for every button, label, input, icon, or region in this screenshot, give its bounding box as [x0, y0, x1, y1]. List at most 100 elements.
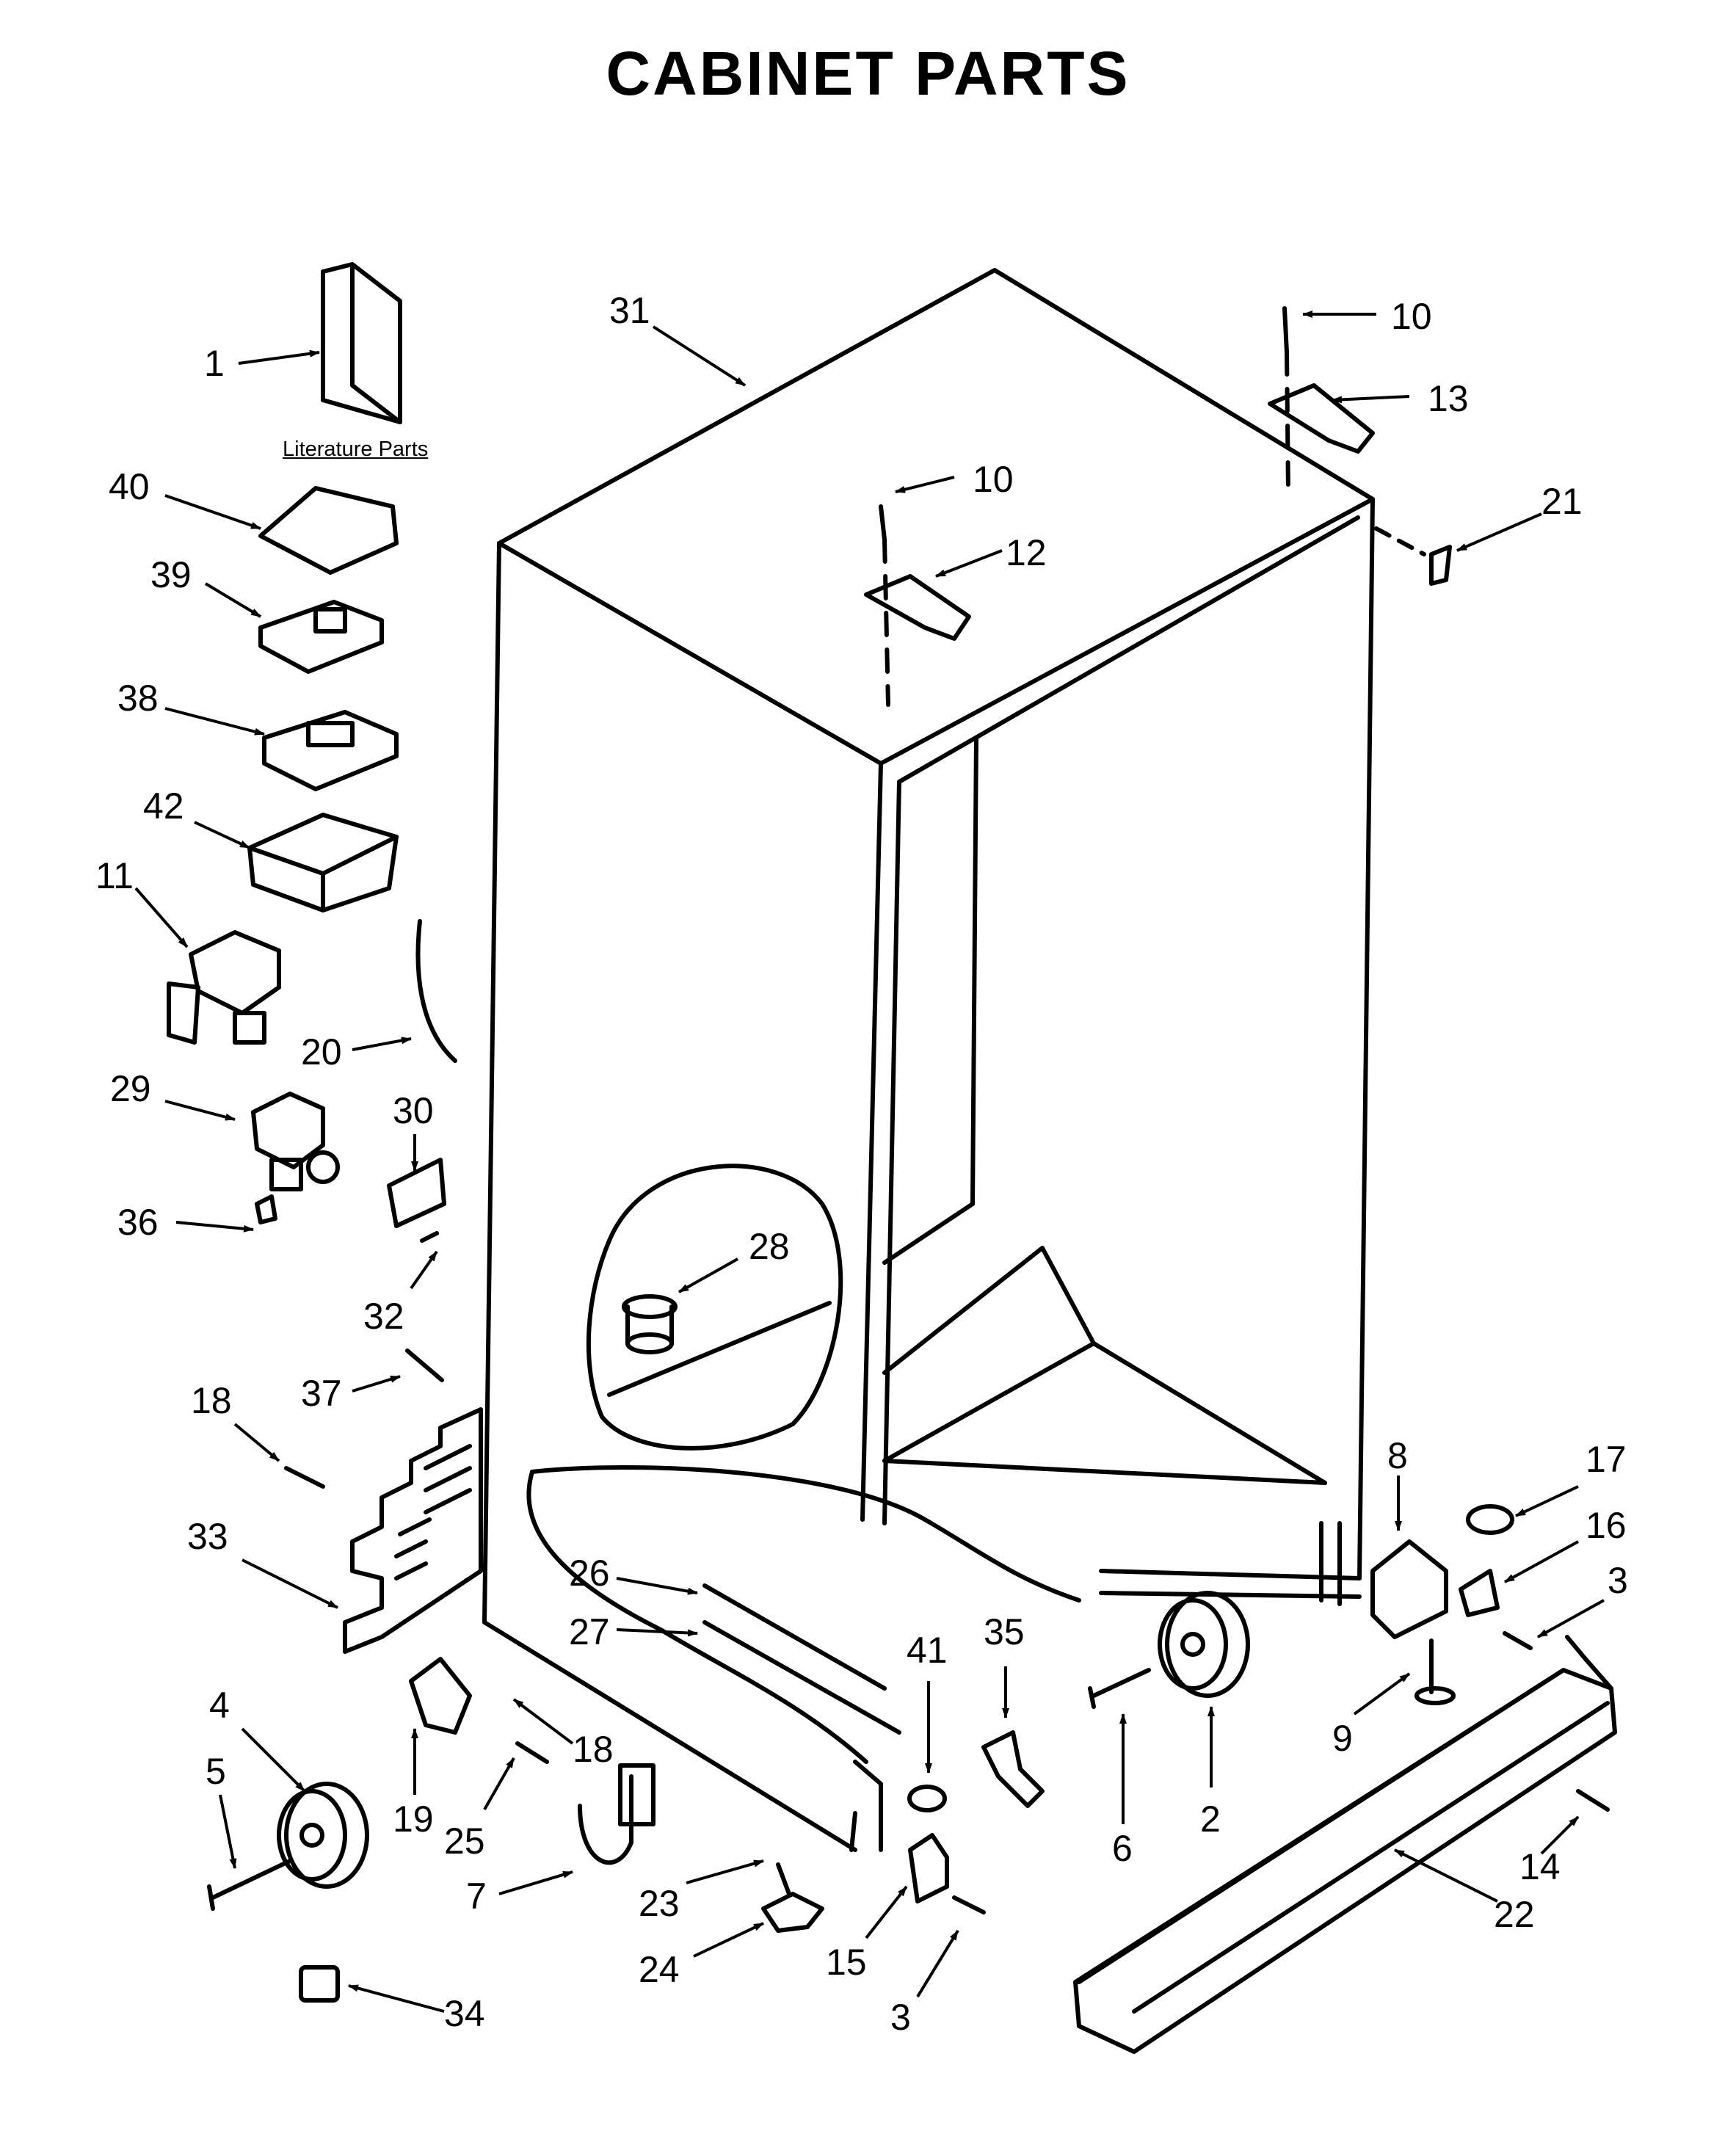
- callout-1: 1: [204, 343, 225, 384]
- callout-35: 35: [984, 1611, 1025, 1652]
- clip-36: [255, 1194, 277, 1224]
- leader-17: [1515, 1485, 1579, 1517]
- callout-17: 17: [1586, 1439, 1627, 1480]
- leader-25: [483, 1757, 515, 1810]
- callout-26: 26: [569, 1553, 610, 1594]
- water-valve-29: [251, 1092, 340, 1191]
- control-board-38: [262, 710, 399, 791]
- leader-39: [204, 582, 262, 618]
- leader-29: [164, 1100, 236, 1121]
- cam-17: [1466, 1504, 1514, 1535]
- hinge-pin-16: [1459, 1569, 1500, 1617]
- callout-19: 19: [393, 1799, 434, 1840]
- callout-14: 14: [1519, 1846, 1561, 1887]
- leader-31: [652, 325, 747, 387]
- callout-2: 2: [1200, 1799, 1221, 1840]
- leader-40: [164, 494, 261, 530]
- hinge-12: [864, 504, 971, 707]
- callout-22: 22: [1494, 1894, 1535, 1935]
- callout-32: 32: [363, 1296, 404, 1337]
- callout-15: 15: [826, 1942, 867, 1983]
- drain-tube-7: [578, 1763, 655, 1865]
- callout-10b: 10: [1391, 296, 1432, 337]
- bracket-19: [409, 1657, 472, 1735]
- water-valve-11: [167, 930, 281, 1045]
- leader-22: [1394, 1848, 1498, 1903]
- heater-tube-27: [702, 1620, 901, 1735]
- callout-9: 9: [1332, 1718, 1353, 1759]
- leader-33: [241, 1558, 338, 1609]
- callout-13: 13: [1428, 378, 1469, 419]
- leader-21: [1456, 512, 1542, 552]
- callout-6: 6: [1112, 1828, 1133, 1869]
- leader-27: [616, 1628, 698, 1637]
- callout-7: 7: [466, 1876, 487, 1917]
- callout-16: 16: [1586, 1505, 1627, 1546]
- board-housing-box: [247, 813, 399, 912]
- leader-18b: [512, 1698, 574, 1745]
- leader-28: [678, 1257, 738, 1293]
- callout-41: 41: [907, 1630, 948, 1671]
- axle-pin-5: [207, 1859, 292, 1911]
- axle-pin-6: [1088, 1668, 1151, 1709]
- hinge-13: [1268, 306, 1375, 494]
- screw-25: [515, 1741, 549, 1764]
- callout-23: 23: [639, 1883, 680, 1924]
- callout-3b: 3: [1608, 1560, 1628, 1601]
- callout-30: 30: [393, 1090, 434, 1131]
- callout-18a: 18: [191, 1380, 232, 1421]
- callout-24: 24: [639, 1949, 680, 1990]
- leader-12: [935, 549, 1003, 578]
- callout-28: 28: [749, 1226, 790, 1267]
- leader-10a: [895, 476, 955, 493]
- cap-34: [299, 1965, 340, 2003]
- screw-18a: [284, 1466, 325, 1489]
- callout-10a: 10: [973, 459, 1014, 500]
- heater-tube-26: [702, 1583, 887, 1691]
- callout-11: 11: [95, 855, 134, 896]
- callout-27: 27: [569, 1611, 610, 1652]
- leader-1: [238, 349, 320, 365]
- hinge-bracket-8: [1370, 1539, 1448, 1639]
- callout-12: 12: [1006, 532, 1047, 573]
- leader-38: [164, 707, 265, 736]
- leader-3a: [916, 1929, 959, 1998]
- leader-36: [175, 1221, 254, 1233]
- roller-wheel-2: [1158, 1591, 1250, 1698]
- clip-35: [981, 1730, 1045, 1808]
- cabinet-shell: [482, 268, 1375, 1852]
- callout-25: 25: [444, 1821, 485, 1862]
- callout-33: 33: [187, 1516, 228, 1557]
- leader-24: [693, 1922, 764, 1958]
- control-cover: [258, 486, 399, 575]
- leader-16: [1504, 1540, 1579, 1583]
- callout-3a: 3: [890, 1997, 911, 2038]
- leader-20: [352, 1037, 412, 1051]
- callout-38: 38: [117, 678, 159, 719]
- callout-8: 8: [1387, 1435, 1408, 1476]
- callout-42: 42: [143, 785, 184, 827]
- literature-parts-label: Literature Parts: [283, 438, 429, 461]
- leveling-leg-9: [1414, 1638, 1456, 1705]
- rear-panel-33: [343, 1407, 483, 1654]
- screw-14: [1576, 1789, 1610, 1812]
- bracket-30: [387, 1158, 446, 1228]
- callout-4: 4: [209, 1685, 230, 1726]
- leader-13: [1332, 395, 1410, 404]
- leader-9: [1353, 1672, 1411, 1716]
- control-board-39: [258, 600, 384, 674]
- callout-31: 31: [609, 290, 650, 331]
- leader-3b: [1537, 1599, 1605, 1638]
- dashed-link-21: [1374, 526, 1426, 556]
- screw-3a: [952, 1895, 986, 1914]
- leader-34: [348, 1984, 445, 2013]
- leader-18a: [233, 1423, 280, 1462]
- screw-3b: [1503, 1631, 1533, 1650]
- callout-20: 20: [301, 1031, 342, 1072]
- leader-15: [865, 1885, 908, 1939]
- leader-4: [241, 1727, 306, 1793]
- callout-21: 21: [1541, 481, 1583, 522]
- callout-36: 36: [117, 1202, 159, 1243]
- page-title: CABINET PARTS: [606, 39, 1130, 108]
